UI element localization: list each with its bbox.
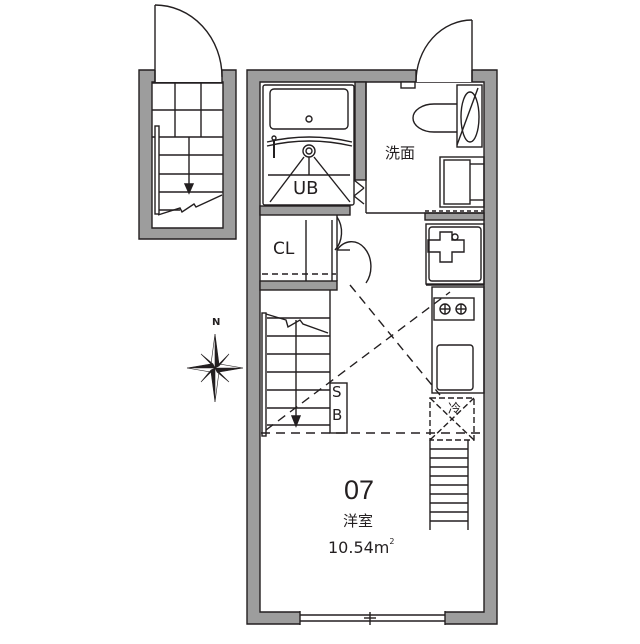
shoe-box-label-s: S <box>332 383 342 401</box>
shoe-box-label-b: B <box>332 406 343 424</box>
compass-rose <box>186 333 244 403</box>
washroom <box>365 82 485 214</box>
compass-north-label: N <box>212 317 221 328</box>
closet-label: CL <box>273 239 295 259</box>
interior-staircase <box>261 290 348 437</box>
loft-ladder <box>429 440 469 530</box>
room-area-value: 10.54m <box>328 538 390 557</box>
outer-staircase <box>138 4 237 240</box>
washroom-label: 洗面 <box>385 144 416 162</box>
unit-walls <box>246 68 498 626</box>
closet <box>262 215 372 284</box>
unit-number: 07 <box>344 475 375 505</box>
unit-bath <box>262 84 365 206</box>
refrigerator-label: 冷 <box>448 402 462 417</box>
loft-outline <box>261 284 484 434</box>
room-type-label: 洋室 <box>343 512 374 530</box>
room-area-label: 10.54m2 <box>328 537 395 557</box>
unit-bath-label: UB <box>293 178 319 199</box>
entrance-door <box>400 19 473 89</box>
room-area-superscript: 2 <box>389 537 395 546</box>
kitchen <box>425 223 485 441</box>
